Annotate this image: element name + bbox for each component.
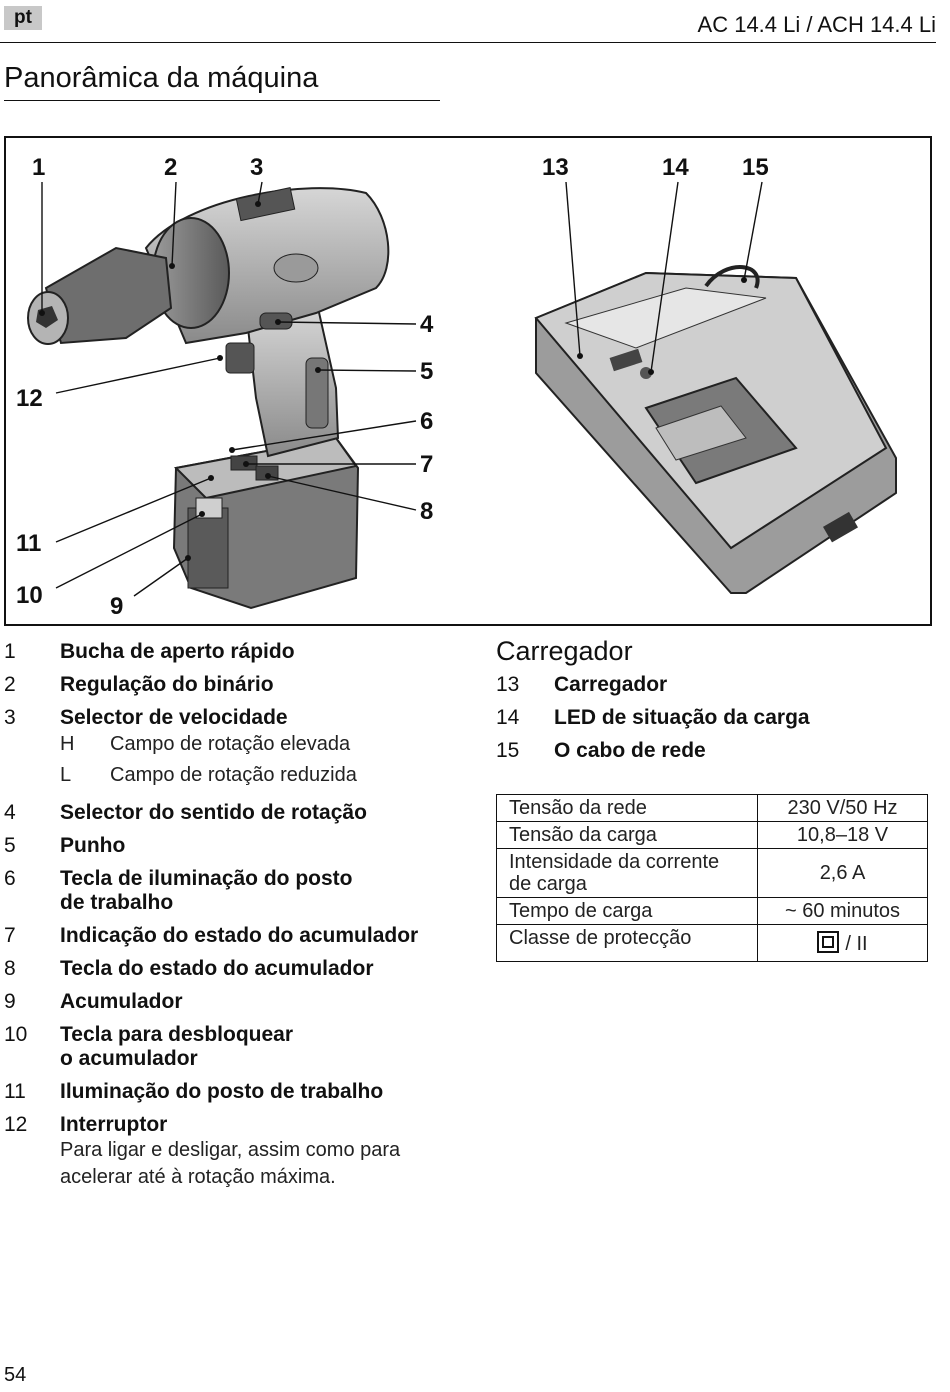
spec-value: ~ 60 minutos (757, 897, 928, 925)
spec-value: / II (757, 924, 928, 962)
charger-drawing (534, 265, 897, 594)
leader-lines (41, 181, 763, 597)
list-item: 6 Tecla de iluminação do posto de trabal… (4, 867, 353, 914)
section-title: Panorâmica da máquina (4, 62, 319, 94)
spec-value: 2,6 A (757, 848, 928, 898)
callout-14: 14 (662, 154, 689, 181)
spec-value: 10,8–18 V (757, 821, 928, 849)
language-badge: pt (4, 6, 42, 30)
table-row: Tensão da rede 230 V/50 Hz (496, 794, 928, 822)
drill-drawing (27, 187, 390, 610)
callout-5: 5 (420, 358, 433, 385)
switch-description: Para ligar e desligar, assim como para a… (60, 1139, 401, 1188)
page-number: 54 (4, 1364, 27, 1386)
model-name: AC 14.4 Li / ACH 14.4 Li (697, 12, 936, 37)
callout-8: 8 (420, 498, 433, 525)
drill-and-charger-illustration: 1 2 3 4 5 6 7 8 9 10 11 12 13 14 15 (16, 154, 897, 620)
callout-11: 11 (16, 530, 41, 557)
callout-13: 13 (542, 154, 569, 181)
spec-label: Classe de protecção (496, 924, 758, 962)
title-underline (4, 100, 440, 101)
callout-1: 1 (32, 154, 45, 181)
callout-12: 12 (16, 385, 43, 412)
callout-3: 3 (250, 154, 263, 181)
callout-15: 15 (742, 154, 769, 181)
callout-4: 4 (420, 311, 434, 338)
spec-label: Tensão da carga (496, 821, 758, 849)
callout-2: 2 (164, 154, 177, 181)
table-row: Tensão da carga 10,8–18 V (496, 821, 928, 849)
table-row: Tempo de carga ~ 60 minutos (496, 897, 928, 925)
callout-7: 7 (420, 451, 433, 478)
spec-label: Intensidade da corrente de carga (496, 848, 758, 898)
table-row: Intensidade da corrente de carga 2,6 A (496, 848, 928, 898)
callout-6: 6 (420, 408, 433, 435)
header-divider (0, 42, 936, 43)
double-insulation-icon (817, 931, 840, 953)
callout-9: 9 (110, 593, 123, 620)
list-item: 10 Tecla para desbloquear o acumulador (4, 1023, 294, 1070)
charger-spec-table: Tensão da rede 230 V/50 Hz Tensão da car… (496, 794, 928, 962)
callout-10: 10 (16, 582, 43, 609)
spec-label: Tensão da rede (496, 794, 758, 822)
machine-overview-figure: 1 2 3 4 5 6 7 8 9 10 11 12 13 14 15 (4, 136, 932, 626)
charger-title: Carregador (496, 636, 633, 666)
spec-label: Tempo de carga (496, 897, 758, 925)
spec-value: 230 V/50 Hz (757, 794, 928, 822)
table-row: Classe de protecção / II (496, 924, 928, 962)
